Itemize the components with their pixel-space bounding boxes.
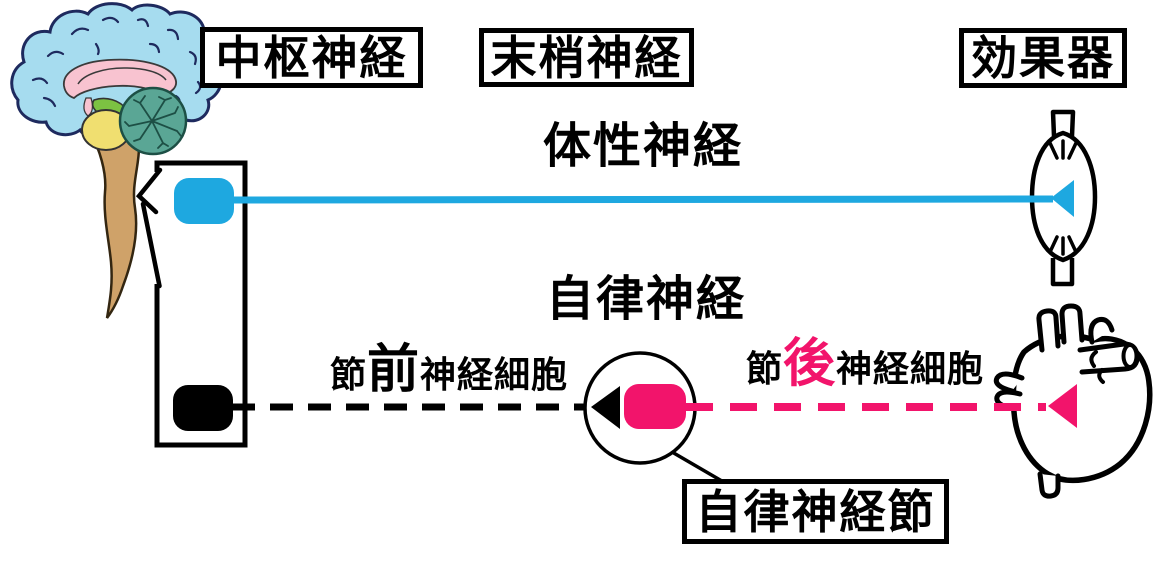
heart-icon <box>993 303 1153 499</box>
spinal-cord-shape <box>89 100 141 319</box>
pns-label-box: 末梢神経 <box>479 28 694 87</box>
ganglion-label: 自律神経節 <box>695 485 936 538</box>
somatic-neuron-cell-body <box>174 178 234 224</box>
heart-bottom-vessel <box>1037 471 1061 499</box>
muscle-bottom-tendon <box>1050 258 1075 287</box>
cns-label: 中枢神経 <box>215 31 408 84</box>
heart-top-vessel-2 <box>1059 303 1085 345</box>
effector-label-box: 効果器 <box>959 28 1127 88</box>
pre-label-prefix: 節 <box>330 354 368 395</box>
heart-detail-lines <box>1089 350 1105 384</box>
autonomic-nerve-label: 自律神経 <box>546 273 747 326</box>
ganglion-label-box: 自律神経節 <box>682 479 949 544</box>
postganglionic-neuron-label: 節後神経細胞 <box>746 338 984 390</box>
spinal-cord-break-zigzag <box>135 167 163 289</box>
cns-label-box: 中枢神経 <box>200 27 423 88</box>
somatic-axon-terminal <box>1051 180 1074 217</box>
preganglionic-cell-body <box>173 385 233 431</box>
muscle-fiber-lines <box>1048 139 1078 256</box>
postganglionic-cell-body <box>624 384 686 429</box>
brain-icon <box>10 2 224 319</box>
preganglionic-neuron-label: 節前神経細胞 <box>330 344 568 396</box>
somatic-pathway <box>174 178 1074 224</box>
pre-label-emphasis: 前 <box>367 341 421 399</box>
heart-left-vessel-1 <box>993 371 1025 394</box>
pre-label-suffix: 神経細胞 <box>420 354 569 395</box>
preganglionic-terminal <box>591 386 620 429</box>
muscle-top-tendon <box>1050 109 1076 137</box>
heart-aorta-opening <box>1121 343 1139 369</box>
heart-top-vessel-1 <box>1036 308 1061 353</box>
autonomic-pathway <box>173 351 1077 486</box>
somatic-nerve-label: 体性神経 <box>543 120 744 173</box>
ganglion-callout-line <box>671 450 728 486</box>
post-label-suffix: 神経細胞 <box>836 348 985 389</box>
somatic-axon-line <box>229 195 1054 204</box>
corpus-callosum-inner-line <box>77 67 167 85</box>
pns-label: 末梢神経 <box>490 31 683 84</box>
post-label-emphasis: 後 <box>783 335 837 393</box>
postganglionic-terminal <box>1048 384 1077 428</box>
effector-label: 効果器 <box>971 32 1115 84</box>
cerebellum-branches <box>124 95 182 149</box>
post-label-prefix: 節 <box>746 348 784 389</box>
heart-top-vessel-3 <box>1088 317 1115 345</box>
